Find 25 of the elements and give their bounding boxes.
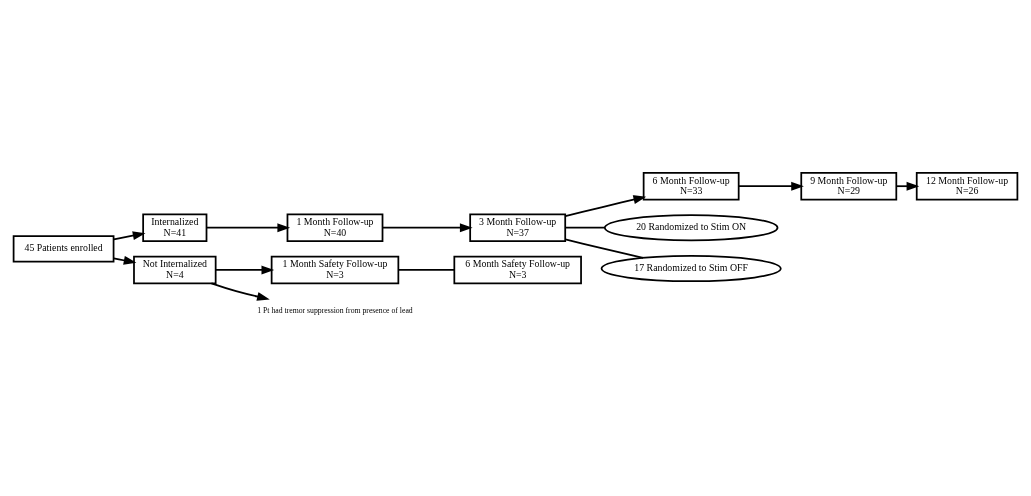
connector: [564, 226, 606, 229]
arrow: [210, 282, 270, 301]
arrow: [737, 181, 804, 191]
node-text: 1 Pt had tremor suppression from presence of lead: [257, 305, 413, 315]
node-box: 1 Month Safety Follow-up N=3: [270, 255, 400, 284]
node-ellipse: 20 Randomized to Stim ON: [603, 213, 779, 241]
arrow: [895, 181, 920, 191]
arrow: [214, 265, 275, 274]
node-box: 3 Month Follow-up N=37: [469, 212, 567, 242]
node-box: 6 Month Safety Follow-up N=3: [453, 255, 582, 284]
arrow: [381, 222, 473, 232]
arrow: [112, 230, 146, 240]
node-ellipse: 17 Randomized to Stim OFF: [600, 254, 782, 282]
arrow: [564, 194, 647, 217]
node-box: 45 Patients enrolled: [12, 234, 115, 262]
node-box: Not Internalized N=4: [133, 255, 217, 284]
node-box: 6 Month Follow-up N=33: [642, 171, 740, 200]
node-box: 1 Month Follow-up N=40: [286, 212, 384, 242]
node-box: 12 Month Follow-up N=26: [915, 171, 1019, 200]
node-box: 9 Month Follow-up N=29: [800, 171, 898, 200]
node-box: Internalized N=41: [142, 212, 208, 242]
connector: [397, 268, 456, 271]
connector: [564, 238, 644, 259]
arrow: [205, 222, 291, 232]
arrow: [112, 255, 137, 265]
